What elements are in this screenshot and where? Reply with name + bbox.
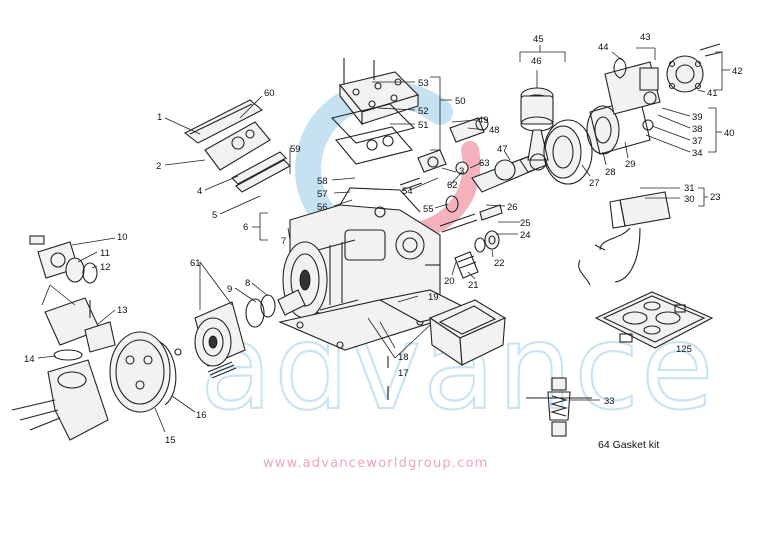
callout-14: 14 [24,354,35,365]
callout-5: 5 [212,210,217,221]
callout-59: 59 [290,144,301,155]
callout-38: 38 [692,124,703,135]
fasteners [343,58,440,400]
callout-44: 44 [598,42,609,53]
callout-39: 39 [692,112,703,123]
bearing-housing [544,97,651,179]
callout-56: 56 [317,202,328,213]
website-url: www.advanceworldgroup.com [263,456,489,471]
callout-42: 42 [732,66,743,77]
callout-54: 54 [402,186,413,197]
callout-50: 50 [455,96,466,107]
callout-15: 15 [165,435,176,446]
callout-55: 55 [423,204,434,215]
svg-text:125: 125 [676,344,692,355]
callout-11: 11 [100,248,110,259]
valve-plate-assembly-left [183,99,291,193]
gasket-kit-drawing: 125 [594,291,714,355]
callout-labels: 1 2 3 4 5 6 7 8 9 10 11 12 13 14 15 16 1… [24,32,743,446]
callout-40: 40 [724,128,735,139]
leader-lines [37,45,730,433]
callout-30: 30 [684,194,695,205]
gasket-ring [543,119,593,185]
oil-pump-group [11,235,182,441]
callout-23: 23 [710,192,721,203]
motor-stator [194,289,306,367]
callout-34: 34 [692,148,703,159]
callout-18: 18 [398,352,409,363]
callout-8: 8 [245,278,250,289]
callout-60: 60 [264,88,275,99]
callout-26: 26 [507,202,518,213]
callout-17: 17 [398,368,409,379]
unloader-valve-assembly [604,43,723,131]
callout-62: 62 [447,180,458,191]
callout-16: 16 [196,410,207,421]
callout-24: 24 [520,230,531,241]
callout-20: 20 [444,276,455,287]
callout-10: 10 [117,232,128,243]
callout-29: 29 [625,159,636,170]
callout-13: 13 [117,305,128,316]
callout-6: 6 [243,222,248,233]
callout-12: 12 [100,262,111,273]
callout-48: 48 [489,125,500,136]
callout-9: 9 [227,284,232,295]
callout-25: 25 [520,218,531,229]
callout-41: 41 [707,88,718,99]
callout-21: 21 [468,280,479,291]
callout-3: 3 [459,166,464,177]
callout-61: 61 [190,258,201,269]
callout-31: 31 [684,183,695,194]
callout-27: 27 [589,178,600,189]
relief-valve [526,377,592,437]
protection-module [578,191,671,286]
callout-49: 49 [478,115,489,126]
callout-28: 28 [605,167,616,178]
callout-19: 19 [428,292,439,303]
callout-63: 63 [479,158,490,169]
callout-47: 47 [497,144,508,155]
callout-22: 22 [494,258,505,269]
callout-7: 7 [281,236,286,247]
shaft-seal-parts [439,204,503,279]
callout-37: 37 [692,136,703,147]
callout-46: 46 [531,56,542,67]
callout-58: 58 [317,176,328,187]
callout-43: 43 [640,32,651,43]
callout-53: 53 [418,78,429,89]
spring [207,361,237,379]
callout-45: 45 [533,34,544,45]
gasket-kit-label: 64 Gasket kit [598,439,659,451]
oil-pan [428,299,507,367]
piston-assembly [520,87,554,171]
callout-2: 2 [156,161,161,172]
callout-51: 51 [418,120,429,131]
callout-52: 52 [418,106,429,117]
connecting-rod-parts [399,117,489,213]
callout-57: 57 [317,189,328,200]
callout-1: 1 [157,112,162,123]
callout-4: 4 [197,186,202,197]
callout-33: 33 [604,396,615,407]
